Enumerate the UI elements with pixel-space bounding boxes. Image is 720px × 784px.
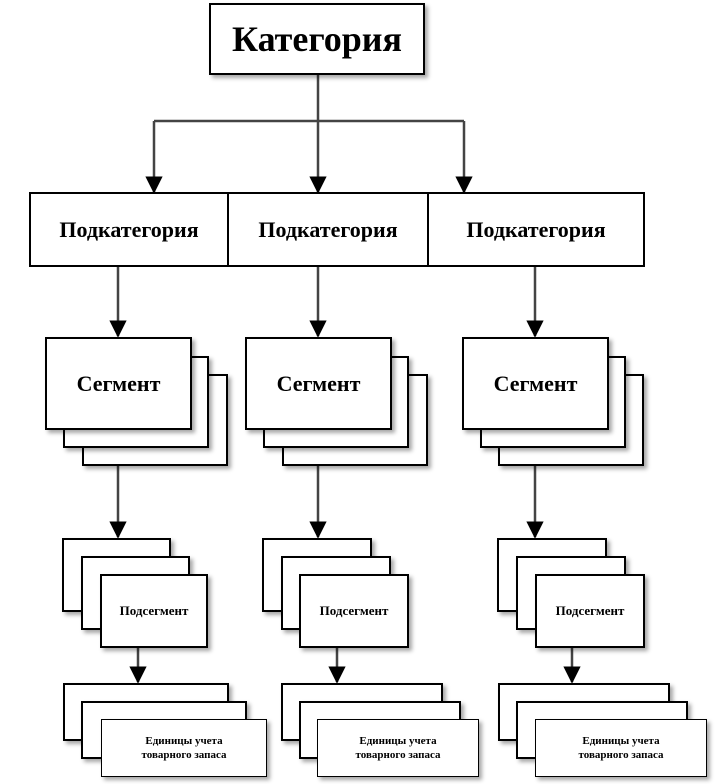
- segment-label: Сегмент: [276, 370, 361, 396]
- segment-label: Сегмент: [493, 370, 578, 396]
- units-label-line1: Единицы учета: [359, 735, 437, 747]
- subsegment-box-2: Подсегмент: [299, 574, 409, 648]
- category-box: Категория: [209, 3, 425, 75]
- subsegment-label: Подсегмент: [555, 603, 625, 618]
- subcategory-label: Подкатегория: [59, 216, 199, 242]
- segment-box-1: Сегмент: [45, 337, 192, 430]
- subcategory-box-1: Подкатегория: [29, 192, 229, 267]
- subcategory-box-2: Подкатегория: [227, 192, 429, 267]
- subsegment-label: Подсегмент: [119, 603, 189, 618]
- units-box-3: Единицы учета товарного запаса: [535, 719, 707, 777]
- units-label-line2: товарного запаса: [141, 749, 227, 761]
- subsegment-label: Подсегмент: [319, 603, 389, 618]
- units-label-line2: товарного запаса: [578, 749, 664, 761]
- category-label: Категория: [231, 19, 403, 59]
- segment-box-3: Сегмент: [462, 337, 609, 430]
- segment-box-2: Сегмент: [245, 337, 392, 430]
- units-label-line1: Единицы учета: [145, 735, 223, 747]
- units-box-2: Единицы учета товарного запаса: [317, 719, 479, 777]
- units-label-line2: товарного запаса: [355, 749, 441, 761]
- subsegment-box-3: Подсегмент: [535, 574, 645, 648]
- subcategory-label: Подкатегория: [466, 216, 606, 242]
- segment-label: Сегмент: [76, 370, 161, 396]
- units-box-1: Единицы учета товарного запаса: [101, 719, 267, 777]
- units-label-line1: Единицы учета: [582, 735, 660, 747]
- subsegment-box-1: Подсегмент: [100, 574, 208, 648]
- subcategory-label: Подкатегория: [258, 216, 398, 242]
- subcategory-box-3: Подкатегория: [427, 192, 645, 267]
